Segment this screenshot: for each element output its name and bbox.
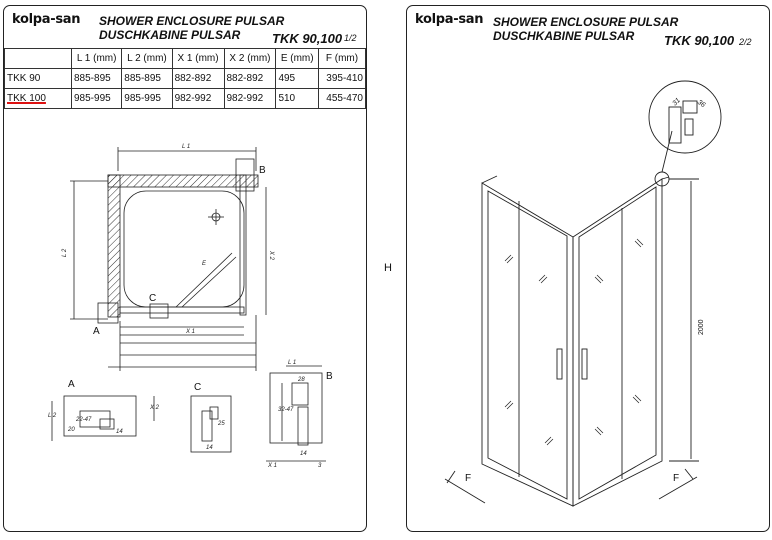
table-cell: TKK 90 <box>4 68 72 89</box>
table-cell: 510 <box>275 88 319 109</box>
detail-b-dim-28: 28 <box>297 377 305 383</box>
page-number: 1/2 <box>344 33 357 43</box>
table-cell: 495 <box>275 68 319 89</box>
drawing-sheet-1: kolpa-san SHOWER ENCLOSURE PULSAR DUSCHK… <box>3 5 367 532</box>
table-cell: 982-992 <box>171 88 225 109</box>
detail-c-label: C <box>194 382 201 393</box>
brand-logo: kolpa-san <box>12 12 81 27</box>
dim-label-F-right: F <box>673 473 679 484</box>
table-header-row: L 1 (mm) L 2 (mm) X 1 (mm) X 2 (mm) E (m… <box>4 48 366 69</box>
drawing-sheet-2: kolpa-san SHOWER ENCLOSURE PULSAR DUSCHK… <box>406 5 770 532</box>
title-line-2: DUSCHKABINE PULSAR <box>493 29 635 43</box>
table-cell: 395-410 <box>317 68 366 89</box>
table-header <box>4 48 72 69</box>
detail-dim-36: 36 <box>696 99 706 109</box>
height-dimension-label: 2000 <box>698 319 705 335</box>
plan-label-A: A <box>93 326 100 337</box>
table-header: E (mm) <box>275 48 319 69</box>
detail-a-dim-L2: L 2 <box>48 413 57 419</box>
dim-label-F-left: F <box>465 473 471 484</box>
sheet-2-header: kolpa-san SHOWER ENCLOSURE PULSAR DUSCHK… <box>407 6 769 48</box>
detail-b-dim-X1: X 1 <box>267 463 277 469</box>
center-mark: H <box>384 262 392 274</box>
table-cell: 982-992 <box>223 88 277 109</box>
detail-a-dim-14: 14 <box>116 429 123 435</box>
table-cell: 985-995 <box>70 88 123 109</box>
detail-a-dim-X2: X 2 <box>149 405 160 411</box>
highlighted-model: TKK 100 <box>7 93 46 104</box>
detail-a-dim-range: 22-47 <box>75 417 92 423</box>
table-row: TKK 100 985-995 985-995 982-992 982-992 … <box>4 88 366 109</box>
dim-label-X2: X 2 <box>268 250 274 261</box>
dimension-table: L 1 (mm) L 2 (mm) X 1 (mm) X 2 (mm) E (m… <box>4 48 366 109</box>
dim-label-L1: L 1 <box>182 144 190 150</box>
detail-c-dim-25: 25 <box>217 421 225 427</box>
detail-b-dim-range: 32-47 <box>278 407 294 413</box>
dim-label-L2: L 2 <box>62 248 68 257</box>
table-cell: 885-895 <box>70 68 123 89</box>
model-code: TKK 90,100 <box>272 31 343 46</box>
detail-a-dim-20: 20 <box>67 427 75 433</box>
isometric-view-drawing: 31 36 2000 F F <box>444 80 722 507</box>
table-cell: 882-892 <box>171 68 225 89</box>
title-line-1: SHOWER ENCLOSURE PULSAR <box>493 15 679 29</box>
detail-dim-31: 31 <box>671 97 682 108</box>
plan-label-B: B <box>259 165 266 176</box>
table-header: X 2 (mm) <box>223 48 277 69</box>
title-line-2: DUSCHKABINE PULSAR <box>99 28 241 42</box>
dim-label-X1: X 1 <box>185 329 195 335</box>
page-number: 2/2 <box>739 37 752 47</box>
detail-b-label: B <box>326 371 333 382</box>
table-header: L 1 (mm) <box>70 48 123 69</box>
plan-label-C: C <box>149 293 156 304</box>
brand-logo: kolpa-san <box>415 12 484 27</box>
detail-a-label: A <box>68 379 75 390</box>
title-line-1: SHOWER ENCLOSURE PULSAR <box>99 14 285 28</box>
model-code: TKK 90,100 <box>664 33 735 48</box>
table-cell: 455-470 <box>317 88 366 109</box>
table-row: TKK 90 885-895 885-895 882-892 882-892 4… <box>4 68 366 89</box>
detail-b-dim-14: 14 <box>300 451 307 457</box>
table-cell: TKK 100 <box>4 88 72 109</box>
detail-b-dim-3: 3 <box>318 463 322 469</box>
table-header: X 1 (mm) <box>171 48 225 69</box>
table-cell: 882-892 <box>223 68 277 89</box>
sheet-1-header: kolpa-san SHOWER ENCLOSURE PULSAR DUSCHK… <box>4 6 366 48</box>
table-cell: 985-995 <box>121 88 173 109</box>
table-header: L 2 (mm) <box>121 48 173 69</box>
plan-view-drawing: L 1 L 2 X 1 X 2 E 22-47 L 2 X 2 20 14 25… <box>48 144 333 469</box>
dim-label-E: E <box>202 261 207 267</box>
detail-c-dim-14: 14 <box>206 445 213 451</box>
detail-b-dim-L1: L 1 <box>288 360 296 366</box>
table-header: F (mm) <box>317 48 366 69</box>
table-cell: 885-895 <box>121 68 173 89</box>
